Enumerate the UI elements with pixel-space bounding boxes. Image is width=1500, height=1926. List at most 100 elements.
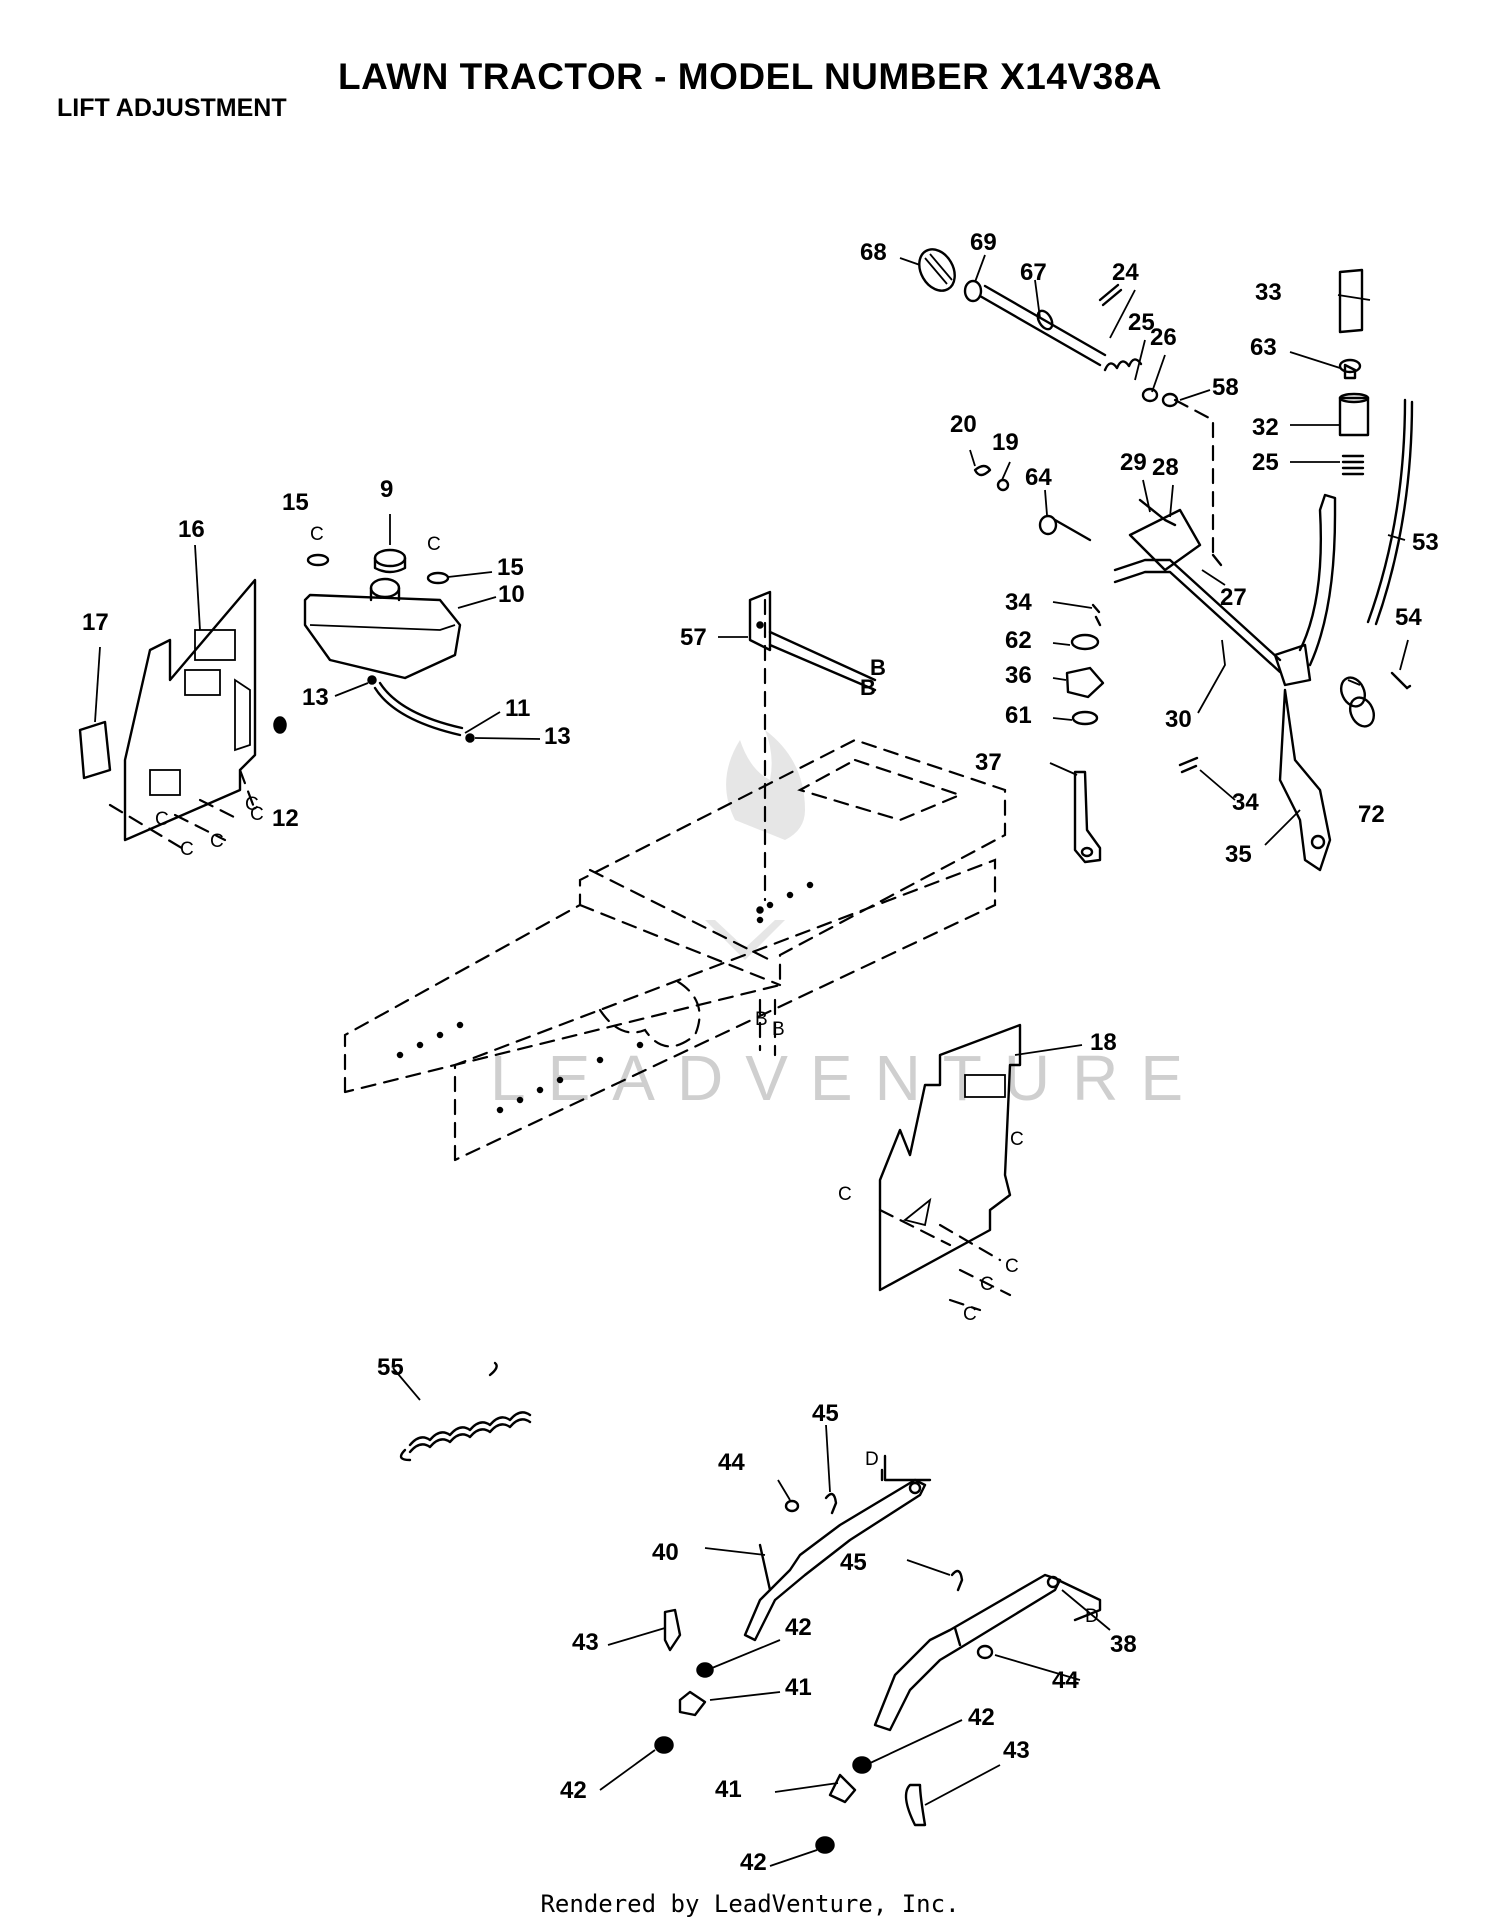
part-label-54: 54 <box>1395 604 1422 631</box>
part-label-13: 13 <box>302 684 329 711</box>
leadventure-watermark: LEADVENTURE <box>490 730 1205 1114</box>
part-label-57: 57 <box>680 624 707 651</box>
part-label-35: 35 <box>1225 841 1252 868</box>
part-label-9: 9 <box>380 476 393 503</box>
reference-letter-c: C <box>963 1304 977 1325</box>
tractor-frame <box>343 598 1007 1162</box>
handle-stack <box>1338 268 1370 476</box>
part-label-28: 28 <box>1152 454 1179 481</box>
part-label-41: 41 <box>785 1674 812 1701</box>
part-label-63: 63 <box>1250 334 1277 361</box>
reference-letter-b: B <box>860 675 876 700</box>
bracket-57 <box>748 590 877 914</box>
fuel-tank <box>303 548 475 743</box>
part-label-67: 67 <box>1020 259 1047 286</box>
part-label-38: 38 <box>1110 1631 1137 1658</box>
panel-plate-17 <box>78 720 112 780</box>
right-side-panel <box>878 1023 1022 1312</box>
part-label-16: 16 <box>178 516 205 543</box>
part-label-42: 42 <box>560 1777 587 1804</box>
part-label-13: 13 <box>544 723 571 750</box>
part-label-44: 44 <box>718 1449 745 1476</box>
reference-letter-c: C <box>210 831 224 852</box>
part-label-40: 40 <box>652 1539 679 1566</box>
reference-letter-c: C <box>980 1274 994 1295</box>
reference-letter-d: D <box>1085 1606 1099 1627</box>
reference-letter-c: C <box>310 524 324 545</box>
hardware-clips-nuts <box>654 1492 994 1854</box>
part-label-69: 69 <box>970 229 997 256</box>
part-label-15: 15 <box>497 554 524 581</box>
part-label-11: 11 <box>505 695 530 722</box>
part-label-34: 34 <box>1232 789 1259 816</box>
reference-letter-b: B <box>755 1009 768 1030</box>
part-label-33: 33 <box>1255 279 1282 306</box>
reference-letter-c: C <box>427 534 441 555</box>
part-label-15: 15 <box>282 489 309 516</box>
reference-letter-d: D <box>865 1449 879 1470</box>
part-label-26: 26 <box>1150 324 1177 351</box>
part-label-61: 61 <box>1005 702 1032 729</box>
part-label-20: 20 <box>950 411 977 438</box>
part-label-12: 12 <box>272 805 299 832</box>
left-side-panel <box>108 578 257 852</box>
reference-letter-c: C <box>245 794 259 815</box>
part-label-36: 36 <box>1005 662 1032 689</box>
part-label-27: 27 <box>1220 584 1247 611</box>
reference-letter-b: B <box>870 655 886 680</box>
reference-letter-b: B <box>772 1019 785 1040</box>
section-subtitle: LIFT ADJUSTMENT <box>57 94 287 122</box>
rod-53 <box>1366 398 1414 626</box>
part-label-18: 18 <box>1090 1029 1117 1056</box>
part-label-30: 30 <box>1165 706 1192 733</box>
part-label-44: 44 <box>1052 1667 1079 1694</box>
lift-rod-assembly <box>918 248 1223 567</box>
part-label-34: 34 <box>1005 589 1032 616</box>
part-label-68: 68 <box>860 239 887 266</box>
part-label-45: 45 <box>840 1549 867 1576</box>
part-label-24: 24 <box>1112 259 1139 286</box>
reference-letter-c: C <box>250 804 264 825</box>
part-label-42: 42 <box>740 1849 767 1876</box>
frame-holes <box>396 881 814 1114</box>
part-label-42: 42 <box>968 1704 995 1731</box>
part-label-25: 25 <box>1252 449 1279 476</box>
reference-letter-c: C <box>180 839 194 860</box>
part-label-19: 19 <box>992 429 1019 456</box>
part-label-17: 17 <box>82 609 109 636</box>
footer-credit: Rendered by LeadVenture, Inc. <box>540 1890 960 1918</box>
reference-letter-c: C <box>838 1184 852 1205</box>
part-label-41: 41 <box>715 1776 742 1803</box>
part-label-53: 53 <box>1412 529 1439 556</box>
part-label-62: 62 <box>1005 627 1032 654</box>
part-label-32: 32 <box>1252 414 1279 441</box>
lift-link-37 <box>1065 603 1199 864</box>
lift-arm-40 <box>743 1454 932 1642</box>
part-label-37: 37 <box>975 749 1002 776</box>
lift-arm-38 <box>873 1573 1102 1732</box>
part-label-10: 10 <box>498 581 525 608</box>
reference-letter-c: C <box>1010 1129 1024 1150</box>
part-label-42: 42 <box>785 1614 812 1641</box>
bolt-12 <box>273 716 287 734</box>
watermark-text: LEADVENTURE <box>490 1042 1205 1114</box>
part-label-55: 55 <box>377 1354 404 1381</box>
lift-shaft-30 <box>973 464 1376 872</box>
reference-letter-c: C <box>1005 1256 1019 1277</box>
part-label-45: 45 <box>812 1400 839 1427</box>
part-label-58: 58 <box>1212 374 1239 401</box>
spring-55 <box>399 1361 532 1462</box>
part-label-43: 43 <box>572 1629 599 1656</box>
leader-lines <box>94 254 1409 1867</box>
part-label-64: 64 <box>1025 464 1052 491</box>
part-label-72: 72 <box>1358 801 1385 828</box>
reference-letter-c: C <box>155 809 169 830</box>
part-label-43: 43 <box>1003 1737 1030 1764</box>
pin-54 <box>1390 671 1412 690</box>
page-title: LAWN TRACTOR - MODEL NUMBER X14V38A <box>337 56 1163 97</box>
part-label-29: 29 <box>1120 449 1147 476</box>
part-label-25: 25 <box>1128 309 1155 336</box>
